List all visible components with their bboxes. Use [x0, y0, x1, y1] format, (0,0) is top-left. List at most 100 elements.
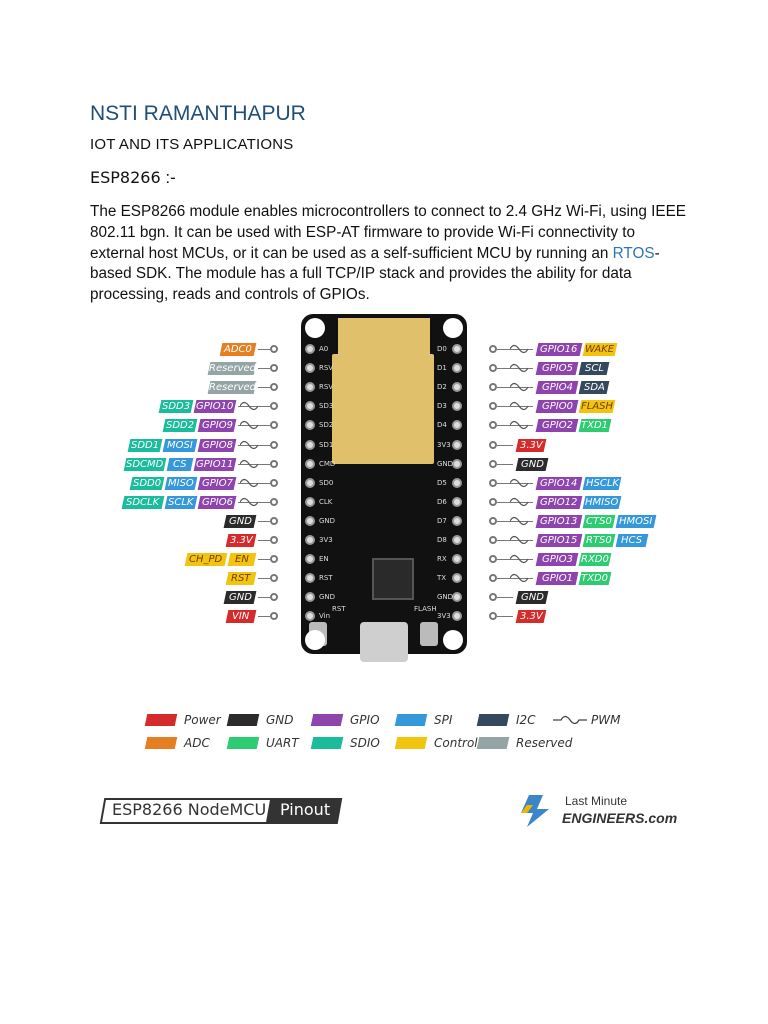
pin-tag-gpio14: GPIO14: [535, 476, 583, 490]
mount-hole: [305, 318, 325, 338]
pin-line: [497, 368, 533, 370]
board-pin-label: CMD: [319, 459, 336, 468]
pin-tag-scl: SCL: [578, 362, 610, 376]
pin-connector: [489, 383, 497, 392]
pin-tag-text: GND: [520, 458, 544, 470]
pin-tag-gnd: GND: [515, 591, 549, 605]
board-pin-label: D5: [437, 478, 447, 487]
pin-connector: [270, 497, 278, 506]
section-heading-main: ESP8266: [90, 168, 161, 187]
pin-tag-text: GPIO13: [540, 515, 578, 527]
header-pin: [452, 420, 462, 431]
pin-tag-gpio2: GPIO2: [535, 419, 579, 433]
board-pin-label: SD0: [319, 478, 334, 487]
rtos-link[interactable]: RTOS: [612, 244, 655, 262]
pin-line: [258, 349, 270, 350]
pin-tag-mosi: MOSI: [162, 438, 198, 452]
pin-tag-sdd3: SDD3: [158, 400, 194, 414]
pin-line: [258, 578, 270, 580]
pin-connector: [489, 421, 497, 430]
esp-module-shield: [332, 354, 434, 464]
pin-tag-gpio15: GPIO15: [535, 534, 583, 547]
pwm-wave-icon: [240, 402, 258, 411]
board-pin-label: GND: [437, 593, 454, 602]
pin-tag-33v: 3.3V: [515, 610, 547, 624]
pin-tag-sdcmd: SDCMD: [123, 457, 167, 471]
pin-tag-text: Reserved: [209, 363, 256, 375]
pin-tag-text: GPIO12: [540, 496, 578, 508]
paragraph-text-1: The ESP8266 module enables microcontroll…: [90, 203, 687, 262]
header-pin: [305, 363, 315, 374]
pin-tag-text: 3.3V: [519, 611, 543, 623]
pin-tag-text: GPIO5: [541, 363, 573, 375]
board-pin-label: D1: [437, 364, 447, 373]
header-pin: [452, 592, 462, 603]
header-pin: [452, 535, 462, 545]
pin-line: [258, 559, 270, 561]
pin-tag-text: GPIO3: [541, 554, 573, 566]
pin-connector: [270, 345, 278, 353]
pin-tag-gpio0: GPIO0: [535, 400, 579, 414]
page-subtitle: IOT AND ITS APPLICATIONS: [90, 136, 294, 153]
pin-tag-text: MISO: [168, 477, 194, 489]
pin-tag-reserved: Reserved: [207, 381, 257, 395]
pin-tag-text: HCS: [621, 535, 643, 546]
pin-tag-text: GPIO16: [540, 344, 578, 355]
pin-connector: [489, 574, 497, 583]
pin-tag-reserved: Reserved: [207, 362, 257, 376]
mount-hole: [443, 630, 463, 650]
pin-connector: [489, 345, 497, 353]
header-pin: [305, 420, 315, 431]
pin-tag-text: GPIO1: [541, 573, 573, 585]
pin-tag-gpio1: GPIO1: [535, 572, 579, 586]
pin-connector: [489, 402, 497, 411]
board-pin-label: 3V3: [319, 536, 333, 544]
pin-line: [497, 444, 513, 446]
pin-tag-text: GPIO14: [540, 477, 578, 489]
legend-label-gnd: GND: [266, 713, 294, 727]
pwm-wave-icon: [510, 364, 528, 373]
pin-connector: [489, 536, 497, 544]
pin-tag-cs: CS: [166, 457, 194, 471]
pin-tag-cts0: CTS0: [582, 514, 616, 528]
lightning-logo-icon: [521, 795, 549, 827]
board-pin-label: 3V3: [437, 612, 451, 621]
header-pin: [305, 439, 315, 450]
header-pin: [305, 477, 315, 488]
pin-tag-33v: 3.3V: [225, 534, 257, 547]
pwm-wave-icon: [510, 497, 528, 506]
pin-tag-text: GND: [228, 592, 252, 604]
pin-tag-gpio12: GPIO12: [535, 495, 583, 509]
board-pin-label: GND: [319, 516, 336, 525]
pwm-wave-icon: [240, 440, 258, 449]
pin-tag-flash: FLASH: [578, 400, 616, 414]
pin-line: [238, 463, 270, 465]
board-pin-label: CLK: [319, 497, 333, 506]
section-heading-suffix: :-: [160, 168, 176, 187]
flash-button[interactable]: [420, 622, 438, 646]
pin-line: [497, 463, 513, 465]
pin-connector: [270, 478, 278, 487]
legend-swatch-control: [394, 737, 428, 749]
pin-tag-gpio4: GPIO4: [535, 381, 579, 395]
legend-swatch-sdio: [310, 737, 344, 749]
header-pin: [305, 496, 315, 507]
board-pin-label: D6: [437, 497, 447, 506]
pin-tag-sclk: SCLK: [164, 495, 198, 509]
header-pin: [452, 496, 462, 507]
header-pin: [305, 611, 315, 622]
pin-tag-gpio16: GPIO16: [535, 343, 583, 356]
pin-tag-text: GPIO8: [201, 439, 233, 451]
pin-line: [258, 616, 270, 618]
micro-usb-port: [360, 622, 408, 662]
pin-tag-gpio3: GPIO3: [535, 553, 579, 567]
paragraph-text-2: -based SDK. The module has a full TCP/IP…: [90, 244, 660, 304]
board-pin-label: A0: [319, 345, 329, 353]
pin-tag-en: EN: [227, 553, 257, 567]
pin-connector: [270, 593, 278, 602]
board-pin-label: D3: [437, 402, 447, 411]
pwm-wave-icon: [510, 478, 528, 487]
header-pin: [452, 477, 462, 488]
pin-tag-chpd: CH_PD: [184, 553, 228, 567]
page-title: NSTI RAMANTHAPUR: [90, 102, 306, 125]
